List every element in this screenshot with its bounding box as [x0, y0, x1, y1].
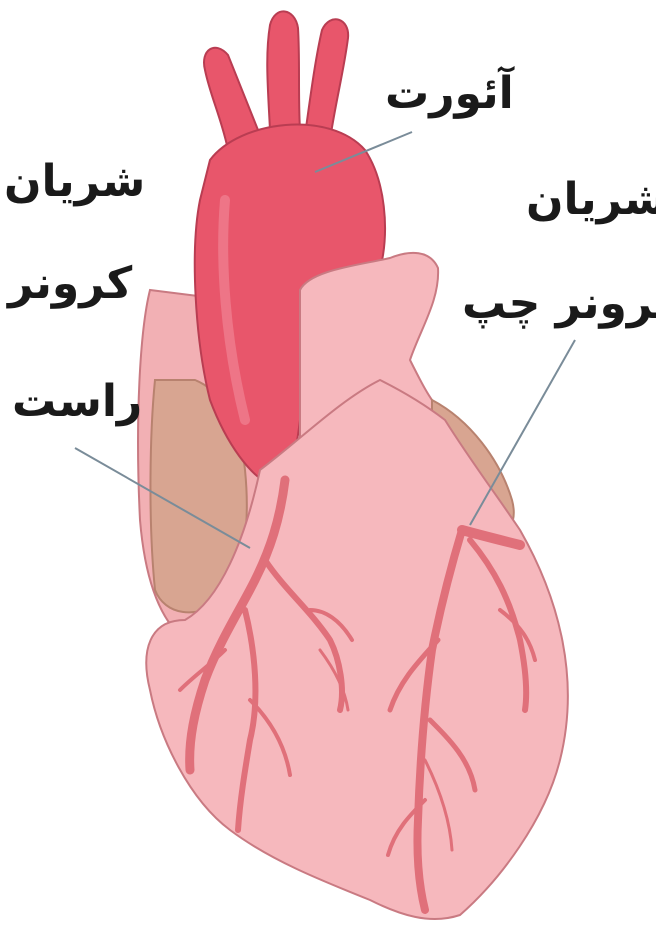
left-coronary-label-line2: کرونر چپ: [462, 282, 656, 326]
right-coronary-label-line2: کرونر: [8, 262, 132, 306]
left-coronary-leader-line: [470, 340, 575, 525]
right-coronary-label-line1: شریان: [4, 160, 145, 204]
aorta-branch-2: [267, 11, 300, 130]
right-coronary-label-line3: راست: [12, 380, 142, 424]
aorta-branch-3: [305, 19, 348, 140]
left-coronary-label-line1: شریان: [526, 178, 656, 222]
aorta-label: آئورت: [385, 72, 514, 116]
